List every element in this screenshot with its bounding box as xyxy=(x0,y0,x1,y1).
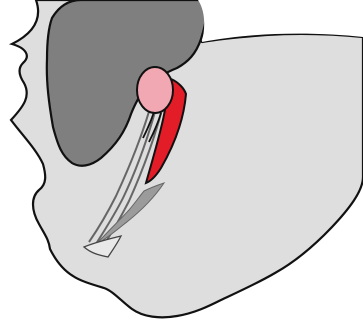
pink-oval-structure xyxy=(137,67,173,113)
